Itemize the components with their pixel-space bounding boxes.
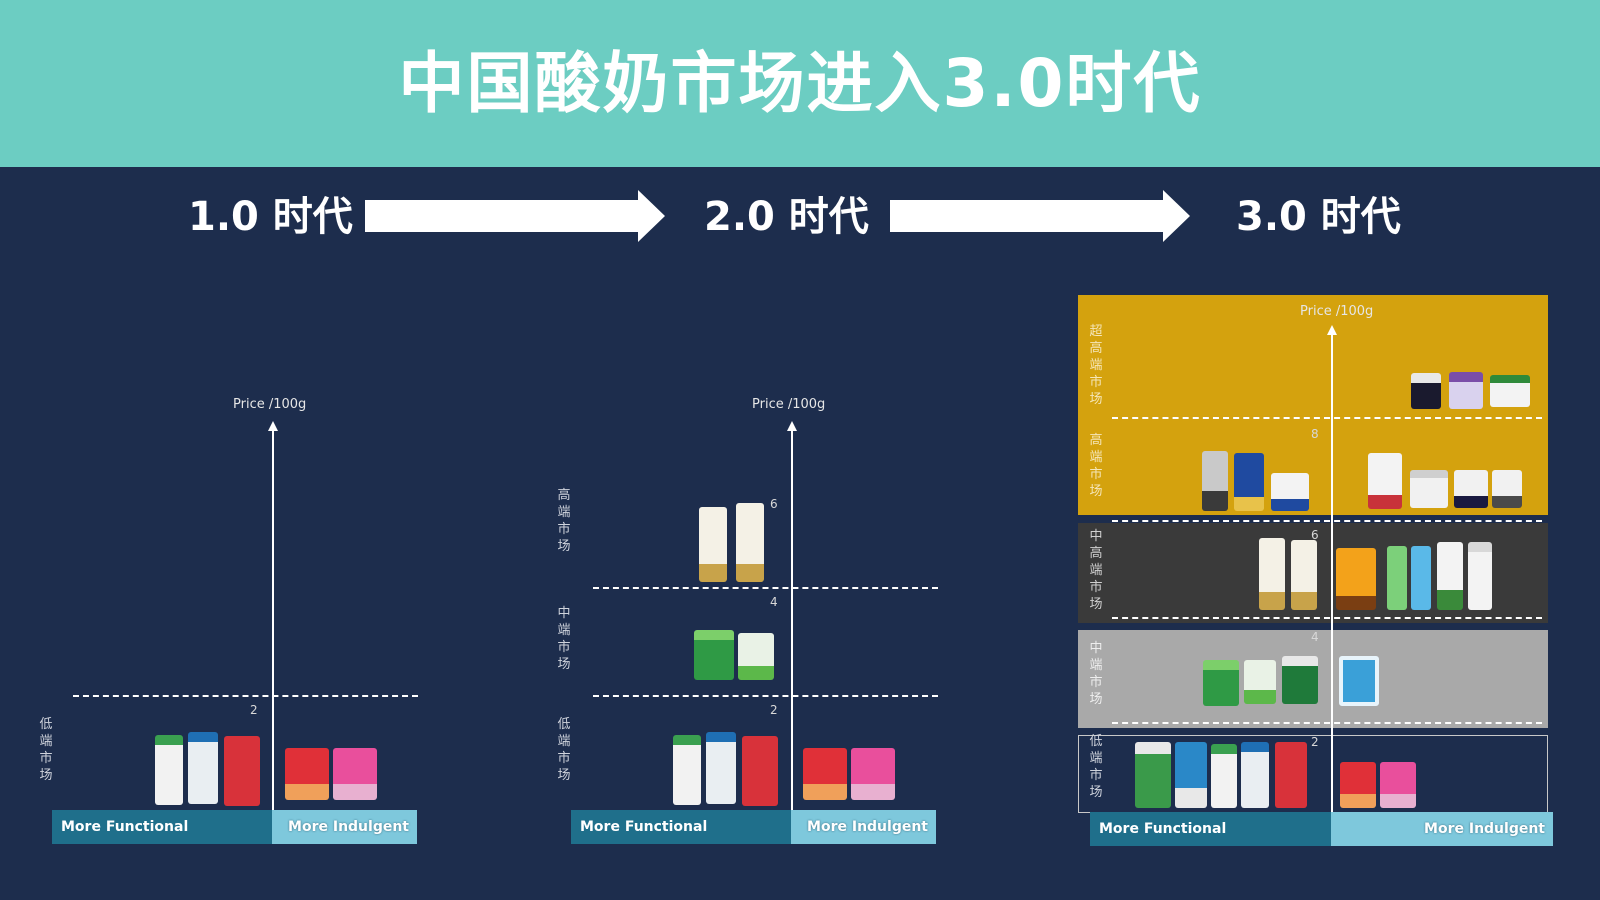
segment-divider (1112, 617, 1542, 619)
more-functional-bar: More Functional (571, 810, 791, 844)
tick-2: 2 (250, 703, 258, 717)
yogurt-product-icon (706, 732, 736, 804)
tick-2: 2 (770, 703, 778, 717)
segment-mid-high-label: 中高端市场 (1089, 529, 1103, 612)
yogurt-product-icon (1454, 470, 1488, 508)
tick-6: 6 (1311, 528, 1319, 542)
yogurt-product-icon (1175, 742, 1207, 808)
yogurt-product-icon (1339, 656, 1379, 706)
yogurt-product-icon (742, 736, 778, 806)
yogurt-product-icon (1271, 473, 1309, 511)
title-banner: 中国酸奶市场进入3.0时代 (0, 0, 1600, 167)
tick-6: 6 (770, 497, 778, 511)
price-axis-label: Price /100g (752, 397, 826, 412)
yogurt-product-icon (333, 748, 377, 800)
yogurt-product-icon (699, 507, 727, 582)
tick-4: 4 (770, 595, 778, 609)
tick-8: 8 (1311, 427, 1319, 441)
segment-mid-label: 中端市场 (557, 606, 571, 672)
yogurt-product-icon (1275, 742, 1307, 808)
yogurt-product-icon (851, 748, 895, 800)
yogurt-product-icon (1234, 453, 1264, 511)
segment-divider (1112, 722, 1542, 724)
yogurt-product-icon (1411, 373, 1441, 409)
yogurt-product-icon (1380, 762, 1416, 808)
yogurt-product-icon (1387, 546, 1407, 610)
more-functional-bar: More Functional (52, 810, 272, 844)
yogurt-product-icon (1411, 546, 1431, 610)
yogurt-product-icon (1135, 742, 1171, 808)
tick-4: 4 (1311, 630, 1319, 644)
yogurt-product-icon (155, 735, 183, 805)
yogurt-product-icon (1244, 660, 1276, 704)
era-2-label: 2.0 时代 (704, 194, 869, 240)
page-title: 中国酸奶市场进入3.0时代 (398, 45, 1202, 122)
yogurt-product-icon (1449, 372, 1483, 409)
yogurt-product-icon (1202, 451, 1228, 511)
yogurt-product-icon (803, 748, 847, 800)
segment-high-label: 高端市场 (1089, 433, 1103, 499)
yogurt-product-icon (738, 633, 774, 680)
price-axis (272, 430, 274, 844)
yogurt-product-icon (188, 732, 218, 804)
yogurt-product-icon (1291, 540, 1317, 610)
yogurt-product-icon (1490, 375, 1530, 407)
yogurt-product-icon (1336, 548, 1376, 610)
segment-mid-label: 中端市场 (1089, 641, 1103, 707)
yogurt-product-icon (673, 735, 701, 805)
right-arrow-icon (365, 190, 665, 242)
yogurt-product-icon (1340, 762, 1376, 808)
segment-low-label: 低端市场 (1089, 734, 1103, 800)
yogurt-product-icon (1368, 453, 1402, 509)
yogurt-product-icon (1437, 542, 1463, 610)
segment-super-high-label: 超高端市场 (1089, 324, 1103, 407)
yogurt-product-icon (1282, 656, 1318, 704)
segment-divider (73, 695, 418, 697)
more-indulgent-bar: More Indulgent (272, 810, 417, 844)
era-1-label: 1.0 时代 (188, 194, 353, 240)
yogurt-product-icon (736, 503, 764, 582)
price-axis-label: Price /100g (1300, 304, 1374, 319)
segment-divider (1112, 417, 1542, 419)
up-arrow-icon (787, 421, 797, 431)
segment-divider (593, 695, 938, 697)
segment-divider (593, 587, 938, 589)
yogurt-product-icon (1410, 470, 1448, 508)
more-indulgent-bar: More Indulgent (1331, 812, 1553, 846)
yogurt-product-icon (1211, 744, 1237, 808)
price-axis (791, 430, 793, 844)
segment-low-label: 低端市场 (39, 717, 53, 783)
yogurt-product-icon (694, 630, 734, 680)
yogurt-product-icon (1203, 660, 1239, 706)
yogurt-product-icon (285, 748, 329, 800)
tick-2: 2 (1311, 735, 1319, 749)
price-axis (1331, 334, 1333, 845)
right-arrow-icon (890, 190, 1190, 242)
more-functional-bar: More Functional (1090, 812, 1331, 846)
yogurt-product-icon (1259, 538, 1285, 610)
yogurt-product-icon (1241, 742, 1269, 808)
up-arrow-icon (268, 421, 278, 431)
yogurt-product-icon (1468, 542, 1492, 610)
up-arrow-icon (1327, 325, 1337, 335)
price-axis-label: Price /100g (233, 397, 307, 412)
yogurt-product-icon (224, 736, 260, 806)
segment-high-label: 高端市场 (557, 488, 571, 554)
era-3-label: 3.0 时代 (1236, 194, 1401, 240)
segment-divider (1112, 520, 1542, 522)
yogurt-product-icon (1492, 470, 1522, 508)
segment-low-label: 低端市场 (557, 717, 571, 783)
more-indulgent-bar: More Indulgent (791, 810, 936, 844)
